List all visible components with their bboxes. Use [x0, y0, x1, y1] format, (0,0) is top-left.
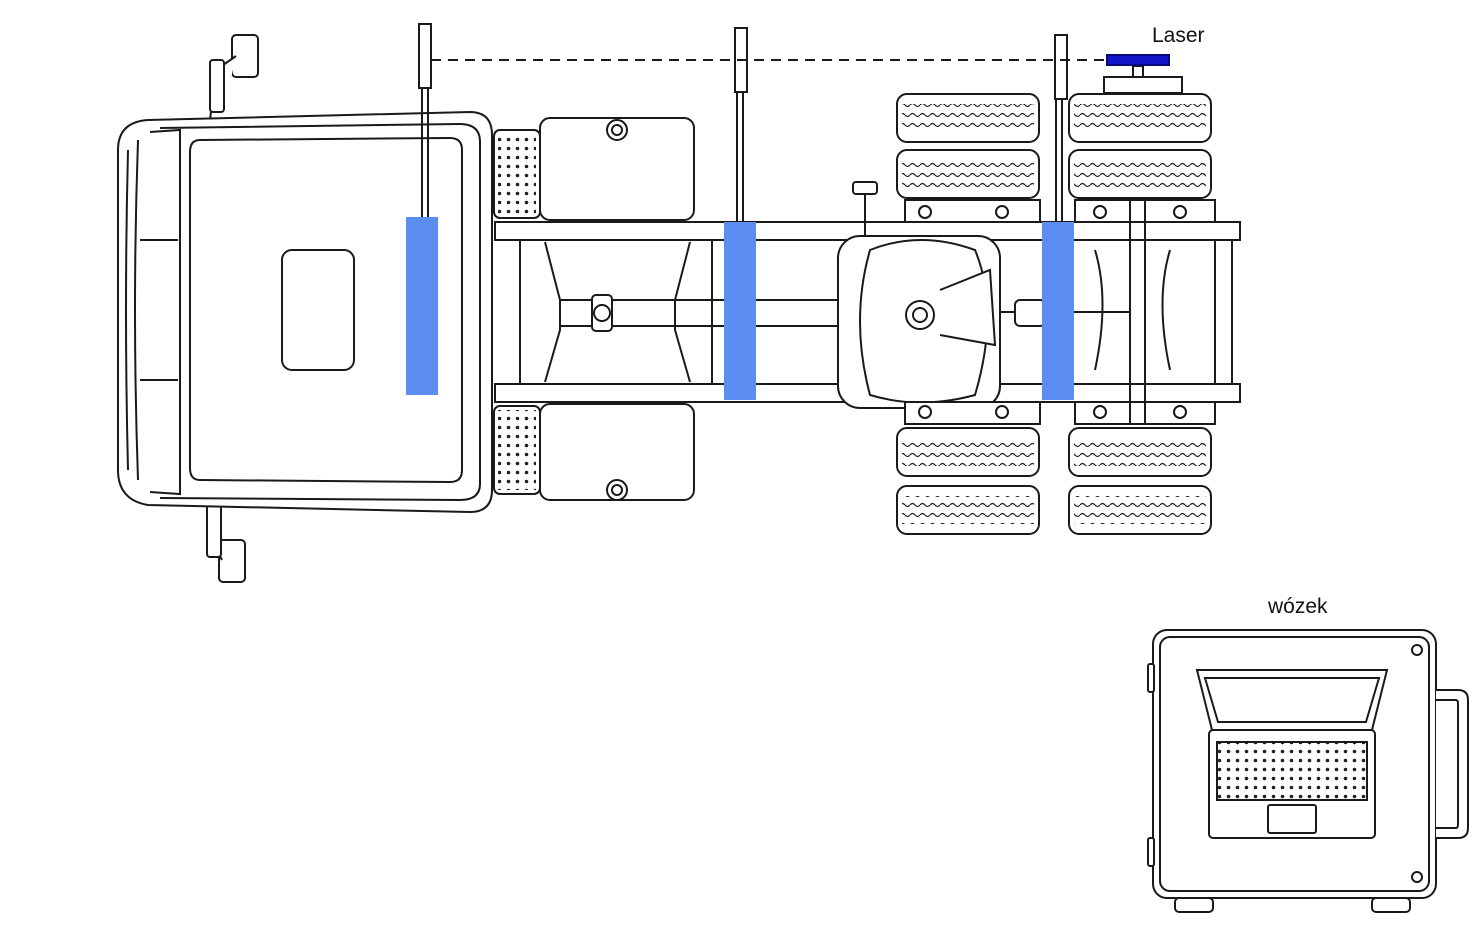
fuel-tank-top	[539, 117, 695, 221]
rear-wheels	[896, 93, 1212, 535]
cart-with-laptop	[1147, 629, 1469, 913]
laptop-icon	[1195, 669, 1389, 839]
target-plate-3	[1042, 222, 1074, 400]
step-panel-bottom	[493, 405, 541, 495]
cart-label: wózek	[1268, 595, 1328, 618]
right-mirror	[206, 493, 246, 583]
target-plate-1	[406, 217, 438, 395]
laser-label: Laser	[1152, 24, 1205, 47]
fifth-wheel	[837, 181, 1001, 409]
left-mirror	[208, 34, 259, 129]
step-panel-top	[493, 129, 541, 219]
measurement-pole-1	[418, 23, 432, 217]
truck-cab	[117, 110, 493, 514]
laser-head	[1106, 54, 1170, 66]
measurement-pole-2	[734, 27, 748, 222]
axle-hardware	[904, 199, 1216, 425]
fuel-tank-bottom	[539, 403, 695, 501]
target-plate-2	[724, 222, 756, 400]
laser-emitter	[1103, 54, 1183, 94]
measurement-pole-3	[1054, 34, 1068, 222]
